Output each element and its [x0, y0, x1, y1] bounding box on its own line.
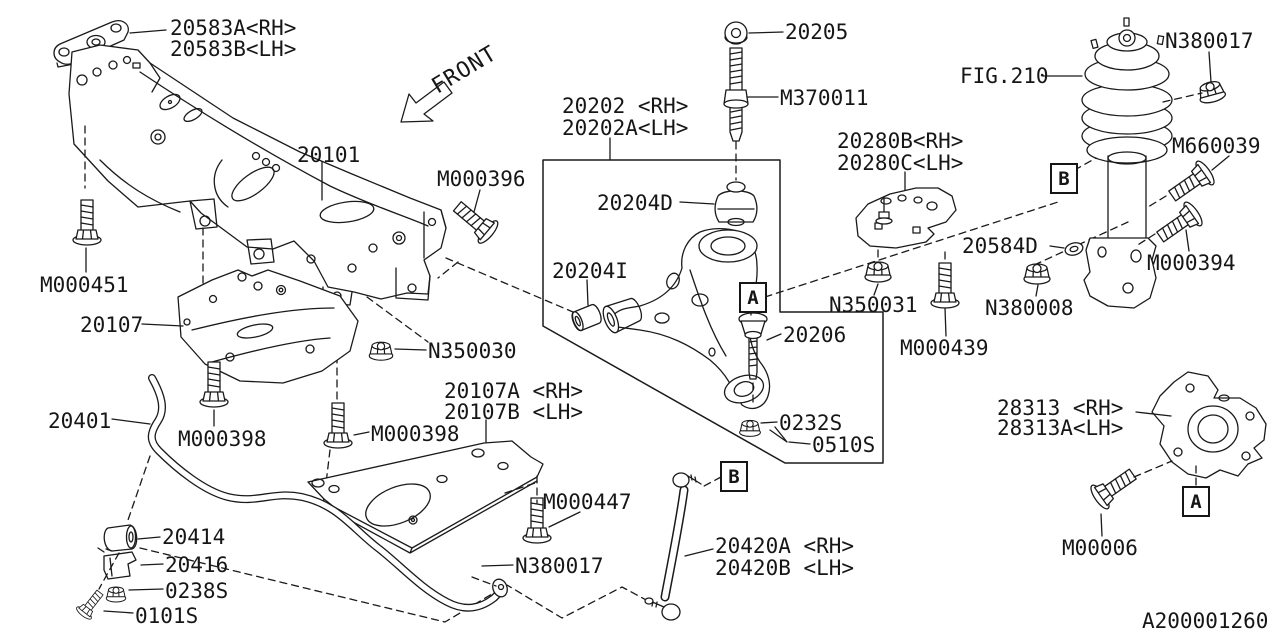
part-label-0510s[interactable]: 0510S [812, 433, 876, 457]
control-arm-20202-drawing [602, 227, 771, 410]
bolt-m000439-drawing [930, 262, 960, 309]
part-label-20416[interactable]: 20416 [165, 553, 229, 577]
stabilizer-link-20420-drawing [644, 472, 702, 621]
part-label-20584d[interactable]: 20584D [962, 234, 1038, 258]
assembly-dashes-over [84, 92, 1203, 590]
knuckle-28313-drawing [1151, 371, 1267, 479]
assembly-dashes-under [127, 201, 1129, 623]
part-label-20280b[interactable]: 20280B<RH> [837, 129, 964, 153]
part-label-0232s[interactable]: 0232S [779, 411, 843, 435]
part-label-20202a[interactable]: 20202A<LH> [562, 116, 689, 140]
support-plate-20107ab-drawing [307, 440, 544, 554]
bolt-m000396-drawing [447, 194, 502, 247]
part-label-20280c[interactable]: 20280C<LH> [837, 151, 964, 175]
part-label-20204i[interactable]: 20204I [552, 259, 628, 283]
part-label-m000398-1[interactable]: M000398 [178, 427, 267, 451]
part-label-n380008[interactable]: N380008 [985, 296, 1074, 320]
part-label-20206[interactable]: 20206 [783, 323, 847, 347]
part-label-20101[interactable]: 20101 [297, 143, 361, 167]
part-label-28313[interactable]: 28313 <RH> [997, 396, 1124, 420]
part-label-20401[interactable]: 20401 [48, 409, 112, 433]
clamp-20416-drawing [97, 547, 137, 580]
stud-m370011-drawing [723, 21, 749, 142]
nut-n380017-upper-drawing [1195, 78, 1228, 106]
part-label-n350030[interactable]: N350030 [428, 339, 517, 363]
cotter-pin-0510s-drawing [769, 426, 788, 443]
front-arrow-icon [400, 81, 453, 123]
part-label-20414[interactable]: 20414 [162, 525, 226, 549]
part-label-m000439[interactable]: M000439 [900, 336, 989, 360]
part-label-20205[interactable]: 20205 [785, 20, 849, 44]
part-label-m000396[interactable]: M000396 [437, 167, 526, 191]
nut-0238s-drawing [105, 586, 127, 603]
part-label-20107b[interactable]: 20107B <LH> [444, 400, 584, 424]
stabilizer-bar-20401-drawing [147, 374, 508, 612]
part-label-n350031[interactable]: N350031 [829, 293, 918, 317]
view-marker-a-knuckle[interactable]: A [1182, 486, 1210, 517]
part-label-20107[interactable]: 20107 [80, 313, 144, 337]
part-label-20420a[interactable]: 20420A <RH> [715, 534, 855, 558]
part-label-fig-210[interactable]: FIG.210 [960, 64, 1049, 88]
part-label-28313a[interactable]: 28313A<LH> [997, 416, 1124, 440]
bolt-m000398-2-drawing [323, 402, 353, 449]
bolt-0101s-drawing [74, 586, 108, 622]
ball-joint-20206-drawing [738, 312, 768, 380]
nut-0232s-drawing [739, 419, 761, 437]
bolt-m00006-drawing [1087, 461, 1142, 512]
nut-n350030-drawing [368, 341, 394, 361]
view-marker-b-strut[interactable]: B [1050, 163, 1078, 194]
part-label-m370011[interactable]: M370011 [780, 86, 869, 110]
part-label-20583b[interactable]: 20583B<LH> [170, 37, 297, 61]
bracket-20280-drawing [855, 187, 957, 249]
part-label-20420b[interactable]: 20420B <LH> [715, 556, 855, 580]
strut-fig210-drawing [1081, 17, 1173, 309]
bushing-20414-drawing [103, 524, 138, 552]
nut-n350031-drawing [864, 261, 892, 283]
nut-n380008-drawing [1023, 263, 1051, 285]
part-label-0101s[interactable]: 0101S [135, 604, 199, 628]
part-label-n380017-upper[interactable]: N380017 [1165, 29, 1254, 53]
view-marker-a-arm[interactable]: A [739, 282, 767, 313]
view-marker-b-link[interactable]: B [720, 461, 748, 492]
control-arm-box [542, 159, 884, 464]
part-label-20202[interactable]: 20202 <RH> [562, 94, 689, 118]
part-label-20204d[interactable]: 20204D [597, 191, 673, 215]
part-label-20107a[interactable]: 20107A <RH> [444, 379, 584, 403]
part-label-m000451[interactable]: M000451 [40, 273, 129, 297]
part-label-m000394[interactable]: M000394 [1147, 251, 1236, 275]
bushing-20204d-drawing [714, 181, 758, 227]
bushing-20204i-drawing [571, 304, 602, 332]
bolt-m000394-drawing [1151, 199, 1206, 250]
part-label-m000447[interactable]: M000447 [543, 490, 632, 514]
part-label-m00006[interactable]: M00006 [1062, 536, 1138, 560]
leader-lines [85, 29, 1230, 614]
part-label-m660039[interactable]: M660039 [1172, 134, 1261, 158]
bolt-m000451-drawing [72, 199, 102, 246]
part-label-m000398-2[interactable]: M000398 [371, 422, 460, 446]
subframe-20101-drawing [68, 44, 447, 306]
part-label-n380017-lower[interactable]: N380017 [515, 554, 604, 578]
part-label-20583a[interactable]: 20583A<RH> [170, 16, 297, 40]
figure-code: A200001260 [1142, 609, 1269, 633]
part-label-0238s[interactable]: 0238S [165, 579, 229, 603]
bolt-m660039-drawing [1163, 158, 1218, 209]
